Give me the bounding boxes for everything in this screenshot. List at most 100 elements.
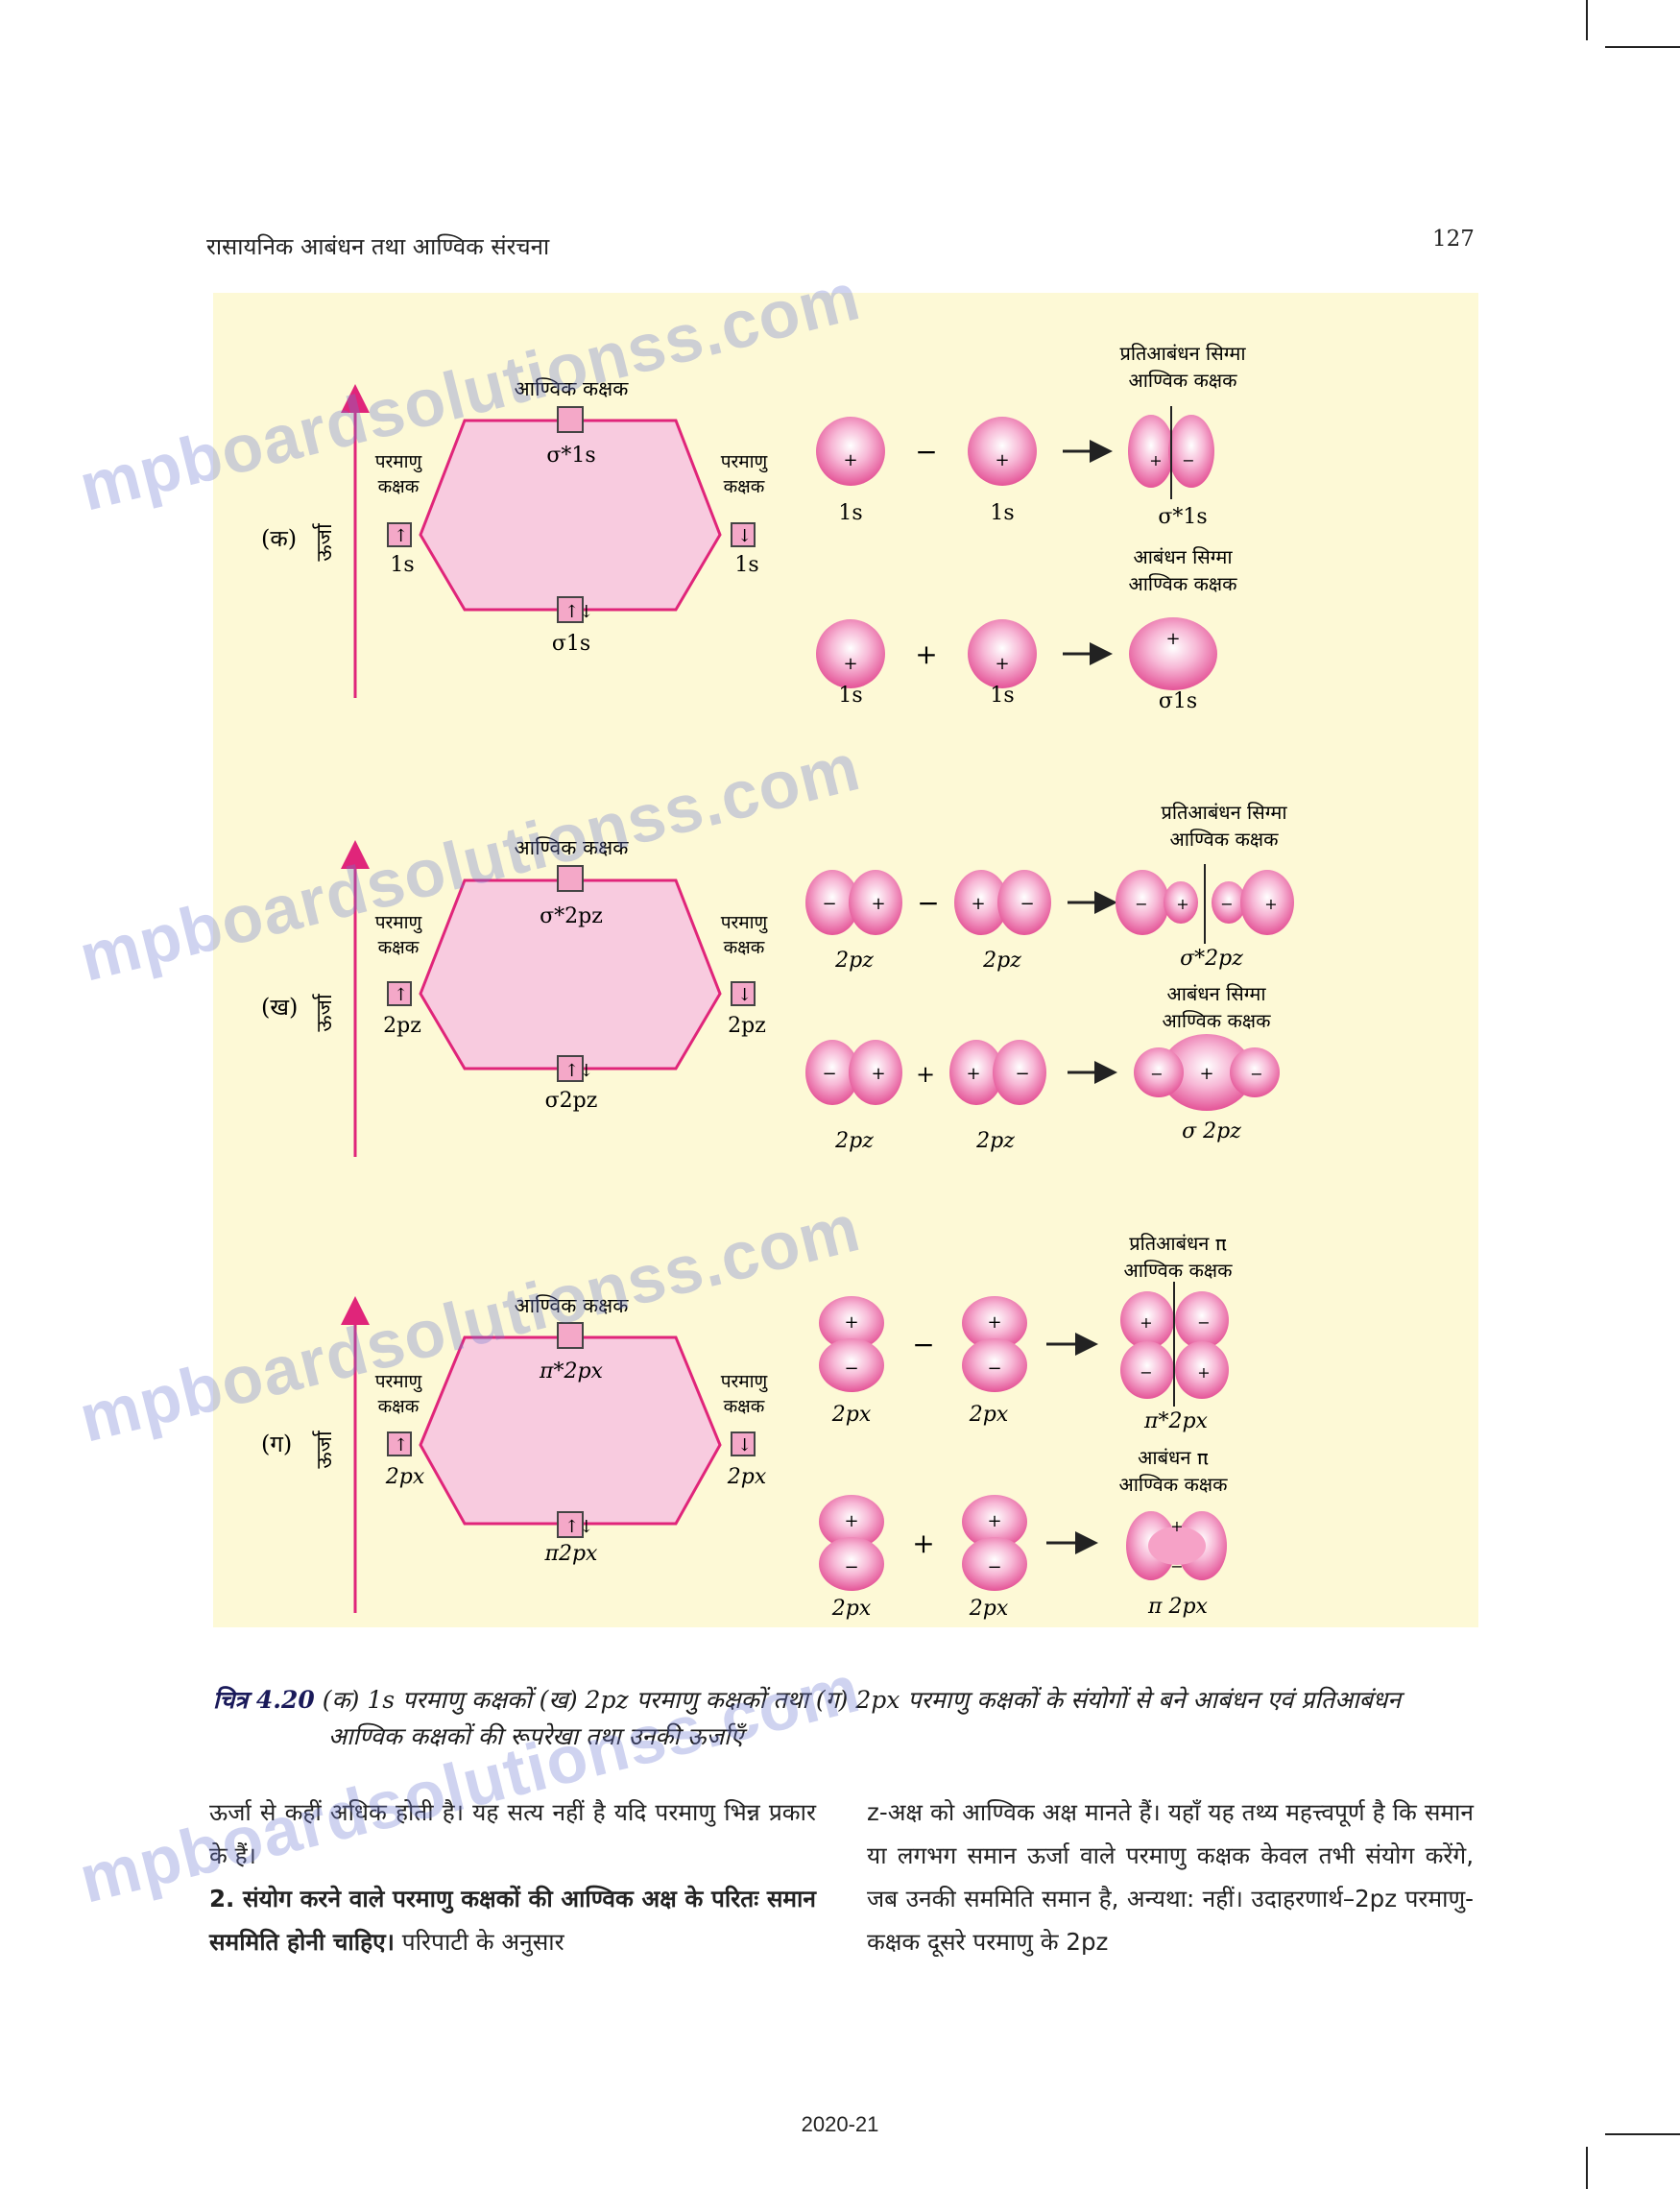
- body-column-left: ऊर्जा से कहीं अधिक होती है। यह सत्य नहीं…: [209, 1791, 816, 1963]
- mo-label-antibonding: σ*1s: [546, 444, 595, 468]
- running-header: रासायनिक आबंधन तथा आण्विक संरचना: [206, 233, 550, 260]
- svg-text:−: −: [1135, 895, 1147, 913]
- svg-text:−: −: [1182, 451, 1194, 469]
- svg-text:कक्षक: कक्षक: [378, 476, 420, 497]
- svg-text:+: +: [987, 1312, 1001, 1333]
- svg-text:आण्विक कक्षक: आण्विक कक्षक: [1128, 572, 1237, 595]
- svg-text:+: +: [995, 654, 1009, 674]
- svg-text:π*2px: π*2px: [1143, 1409, 1209, 1433]
- svg-text:कक्षक: कक्षक: [378, 937, 420, 958]
- page-number: 127: [1432, 227, 1475, 252]
- svg-text:आण्विक कक्षक: आण्विक कक्षक: [1162, 1009, 1271, 1032]
- svg-text:+: +: [1199, 1064, 1213, 1084]
- svg-text:आबंधन π: आबंधन π: [1138, 1446, 1209, 1469]
- svg-text:2pz: 2pz: [975, 1129, 1015, 1153]
- svg-text:−: −: [915, 436, 937, 468]
- svg-text:आण्विक कक्षक: आण्विक कक्षक: [1169, 828, 1279, 851]
- svg-text:2pz: 2pz: [834, 949, 874, 973]
- svg-text:+: +: [1149, 451, 1162, 469]
- svg-text:2pz: 2pz: [982, 949, 1021, 973]
- svg-text:↓: ↓: [737, 985, 752, 1005]
- svg-text:−: −: [1170, 1557, 1183, 1576]
- svg-text:−: −: [987, 1557, 1001, 1577]
- caption-label: चित्र 4.20: [213, 1686, 315, 1714]
- svg-text:↑↓: ↑↓: [564, 602, 593, 622]
- svg-text:+: +: [844, 1511, 858, 1531]
- svg-text:आण्विक कक्षक: आण्विक कक्षक: [1118, 1473, 1228, 1496]
- orbital-diagram: ऊर्जा (क) आण्विक कक्षक σ*1s ↑↓ σ1s परमाण…: [261, 342, 1294, 1621]
- svg-text:+: +: [915, 638, 937, 670]
- svg-text:+: +: [1197, 1363, 1210, 1382]
- svg-text:2pz: 2pz: [383, 1014, 421, 1038]
- svg-text:आण्विक कक्षक: आण्विक कक्षक: [1128, 369, 1237, 392]
- body-column-right: z-अक्ष को आण्विक अक्ष मानते हैं। यहाँ यह…: [867, 1791, 1474, 1963]
- svg-text:π*2px: π*2px: [539, 1359, 604, 1383]
- result-antibonding: σ*1s: [1158, 505, 1207, 529]
- svg-text:σ 2pz: σ 2pz: [1182, 1119, 1241, 1143]
- svg-text:2pz: 2pz: [834, 1129, 874, 1153]
- svg-text:2px: 2px: [831, 1597, 872, 1621]
- svg-text:कक्षक: कक्षक: [724, 1396, 765, 1417]
- paragraph: ऊर्जा से कहीं अधिक होती है। यह सत्य नहीं…: [209, 1798, 816, 1869]
- svg-text:−: −: [987, 1359, 1001, 1379]
- svg-text:+: +: [1264, 895, 1277, 913]
- panel-label-b: (ख): [261, 994, 298, 1021]
- svg-text:+: +: [1165, 629, 1180, 649]
- ao-label-right: 1s: [734, 553, 758, 577]
- svg-text:−: −: [822, 894, 836, 914]
- svg-text:परमाणु: परमाणु: [721, 912, 769, 934]
- svg-text:2px: 2px: [831, 1403, 872, 1427]
- svg-text:−: −: [1015, 1064, 1029, 1084]
- svg-text:+: +: [912, 1527, 934, 1559]
- svg-text:ऊर्जा: ऊर्जा: [312, 993, 337, 1031]
- svg-text:σ2pz: σ2pz: [545, 1089, 598, 1113]
- figure-4-20: ऊर्जा (क) आण्विक कक्षक σ*1s ↑↓ σ1s परमाण…: [213, 293, 1478, 1627]
- svg-text:आण्विक कक्षक: आण्विक कक्षक: [1123, 1259, 1233, 1282]
- svg-text:+: +: [1140, 1313, 1152, 1332]
- svg-text:−: −: [844, 1359, 858, 1379]
- svg-text:↑↓: ↑↓: [564, 1517, 593, 1537]
- orbital-1s: [968, 417, 1037, 486]
- svg-text:−: −: [1020, 894, 1034, 914]
- panel-label-a: (क): [261, 525, 297, 552]
- svg-text:+: +: [1170, 1517, 1183, 1535]
- svg-text:+: +: [871, 894, 885, 914]
- svg-text:+: +: [995, 450, 1009, 470]
- svg-text:+: +: [843, 654, 857, 674]
- svg-text:−: −: [1197, 1313, 1210, 1332]
- svg-text:↑: ↑: [394, 526, 408, 546]
- svg-text:+: +: [871, 1064, 885, 1084]
- energy-label: ऊर्जा: [312, 522, 337, 561]
- svg-text:σ*2pz: σ*2pz: [540, 904, 603, 928]
- panel-label-c: (ग): [261, 1431, 292, 1457]
- ao-box-right: [731, 522, 756, 547]
- caption-line-2: आण्विक कक्षकों की रूपरेखा तथा उनकी ऊर्जा…: [328, 1722, 744, 1750]
- svg-text:परमाणु: परमाणु: [721, 451, 769, 473]
- mo-box-antibonding: [557, 406, 584, 433]
- svg-text:2px: 2px: [969, 1403, 1009, 1427]
- svg-text:1s: 1s: [838, 501, 862, 525]
- crop-mark: [1605, 46, 1680, 48]
- svg-text:आण्विक कक्षक: आण्विक कक्षक: [515, 836, 630, 859]
- svg-text:−: −: [1220, 895, 1233, 913]
- svg-text:प्रतिआबंधन सिग्मा: प्रतिआबंधन सिग्मा: [1161, 801, 1287, 824]
- svg-text:+: +: [843, 450, 857, 470]
- svg-text:परमाणु: परमाणु: [375, 912, 423, 934]
- svg-text:−: −: [912, 1329, 934, 1360]
- svg-text:आबंधन सिग्मा: आबंधन सिग्मा: [1166, 982, 1266, 1005]
- svg-text:प्रतिआबंधन π: प्रतिआबंधन π: [1129, 1232, 1227, 1255]
- svg-text:कक्षक: कक्षक: [724, 937, 765, 958]
- svg-text:+: +: [987, 1511, 1001, 1531]
- caption-line-1: (क) 1s परमाणु कक्षकों (ख) 2pz परमाणु कक्…: [322, 1686, 1402, 1714]
- svg-text:परमाणु: परमाणु: [375, 1371, 423, 1393]
- svg-text:↓: ↓: [737, 526, 752, 546]
- svg-text:ऊर्जा: ऊर्जा: [312, 1430, 337, 1468]
- svg-text:कक्षक: कक्षक: [378, 1396, 420, 1417]
- svg-text:आबंधन सिग्मा: आबंधन सिग्मा: [1133, 545, 1233, 568]
- svg-text:↑: ↑: [394, 1435, 408, 1455]
- svg-text:−: −: [1140, 1363, 1152, 1382]
- svg-text:σ*2pz: σ*2pz: [1180, 947, 1243, 971]
- svg-text:↑: ↑: [394, 985, 408, 1005]
- svg-text:−: −: [844, 1557, 858, 1577]
- svg-text:2px: 2px: [385, 1465, 425, 1489]
